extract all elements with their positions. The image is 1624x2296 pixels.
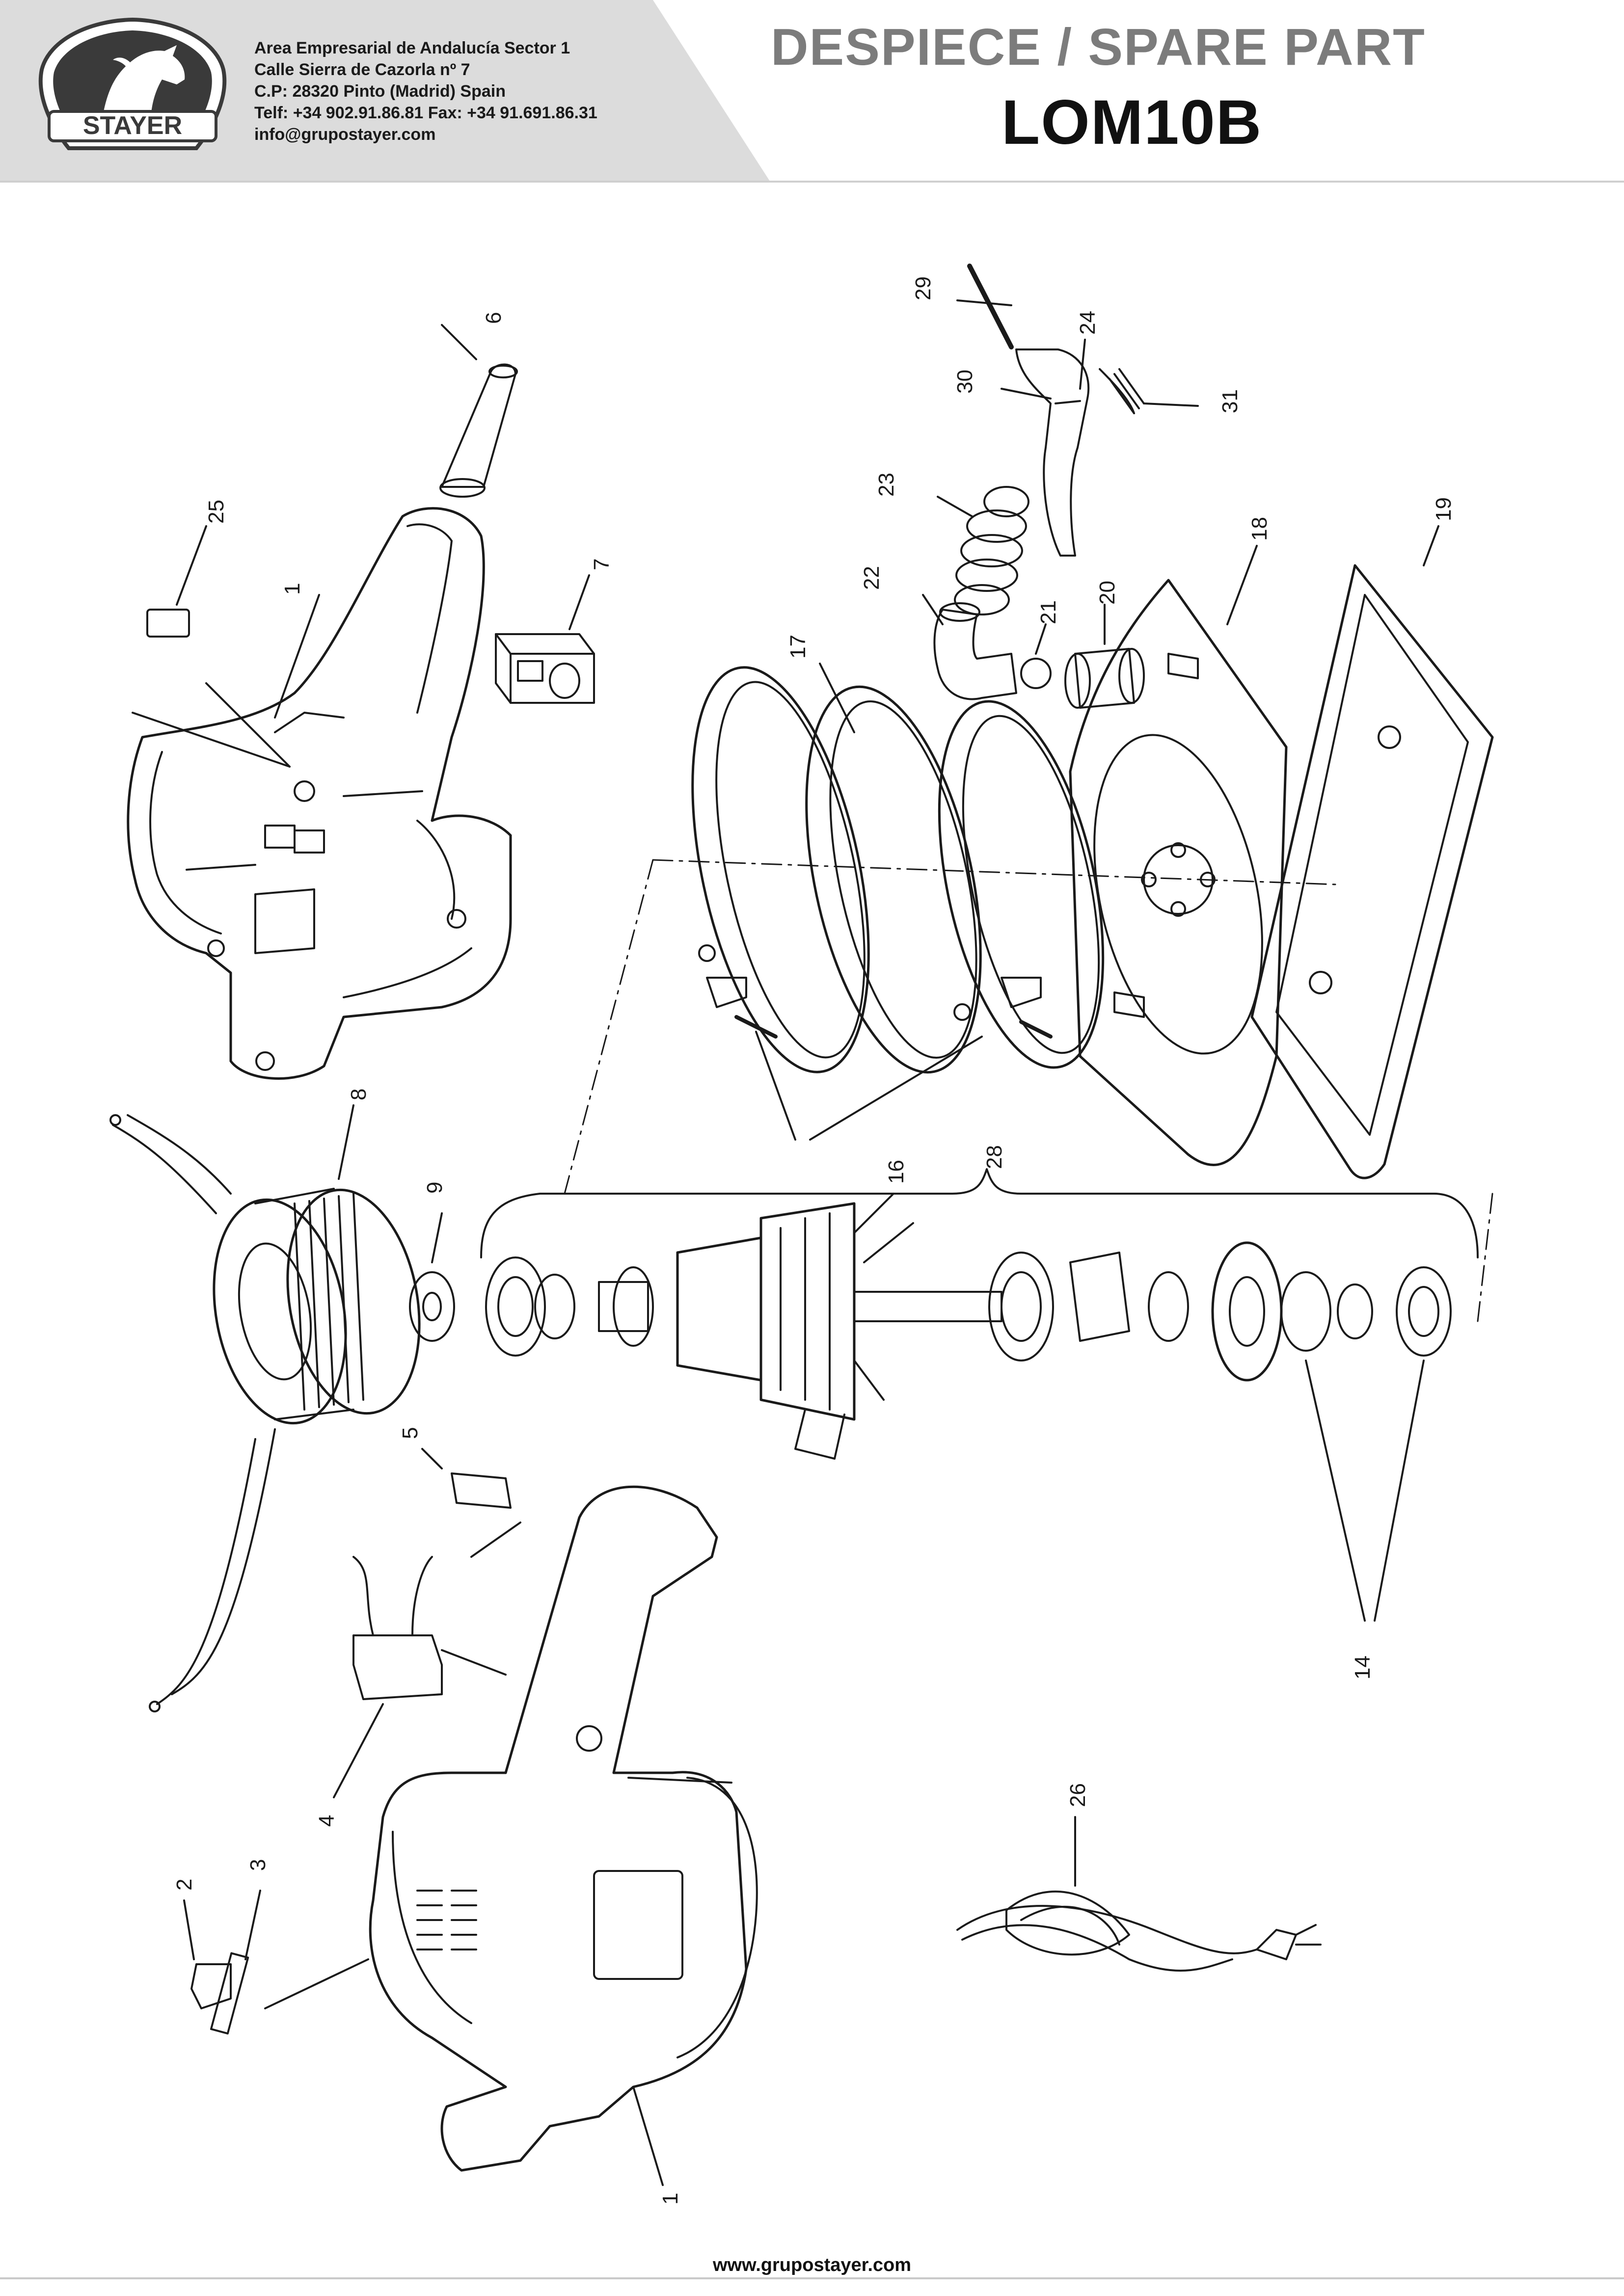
callout-31: 31 bbox=[1218, 389, 1242, 413]
leader-line bbox=[1374, 1360, 1425, 1622]
leader-line bbox=[132, 712, 291, 768]
housing-half-upper bbox=[127, 507, 512, 1080]
part-26-power-cord bbox=[956, 1891, 1322, 1972]
leader-line bbox=[1035, 623, 1047, 655]
leader-line bbox=[338, 1104, 354, 1180]
leader-line bbox=[809, 1036, 983, 1141]
callout-19: 19 bbox=[1432, 497, 1456, 521]
leader-line bbox=[1079, 339, 1086, 390]
leader-line bbox=[264, 1958, 369, 2009]
part-21-ring bbox=[1020, 658, 1052, 689]
part-17-rings bbox=[691, 666, 1105, 1074]
part-25-block bbox=[146, 609, 190, 638]
footer-divider bbox=[0, 2277, 1624, 2279]
leader-line bbox=[755, 1031, 796, 1141]
callout-14: 14 bbox=[1351, 1655, 1375, 1680]
part-8-stator bbox=[109, 1114, 421, 1712]
part-20-bushing bbox=[1064, 648, 1145, 709]
callout-23: 23 bbox=[874, 473, 898, 497]
footer-website[interactable]: www.grupostayer.com bbox=[712, 2255, 912, 2275]
part-9-spacer bbox=[409, 1271, 455, 1342]
callout-30: 30 bbox=[953, 370, 977, 394]
stayer-logo: STAYER bbox=[38, 17, 227, 150]
housing-half-lower bbox=[369, 1485, 758, 2172]
leader-line bbox=[1001, 388, 1052, 400]
axis-line bbox=[564, 859, 654, 1195]
callout-20: 20 bbox=[1095, 581, 1119, 605]
callout-17: 17 bbox=[786, 635, 810, 659]
header-band: STAYER Area Empresarial de Andalucía Sec… bbox=[0, 0, 1624, 183]
part-16-clamps bbox=[698, 944, 1053, 1039]
part-3-carbon-brush bbox=[210, 1952, 249, 2035]
callout-25: 25 bbox=[204, 500, 228, 524]
address-line-1: Area Empresarial de Andalucía Sector 1 bbox=[254, 39, 570, 57]
part-24-lever-assembly bbox=[967, 264, 1145, 557]
part-22-elbow-tube bbox=[933, 602, 1017, 700]
part-2-brush-cap bbox=[190, 1963, 232, 2009]
address-line-3: C.P: 28320 Pinto (Madrid) Spain bbox=[254, 82, 506, 101]
logo-wordmark: STAYER bbox=[83, 111, 182, 140]
leader-line bbox=[1423, 525, 1439, 566]
leader-line bbox=[819, 663, 855, 733]
callout-6: 6 bbox=[482, 312, 506, 324]
leader-line bbox=[421, 1448, 443, 1469]
document-title: DESPIECE / SPARE PART bbox=[771, 18, 1426, 76]
leader-line bbox=[333, 1703, 384, 1798]
leader-line bbox=[922, 594, 944, 625]
callout-16: 16 bbox=[884, 1160, 908, 1184]
callout-18: 18 bbox=[1247, 517, 1272, 541]
callout-4: 4 bbox=[315, 1815, 339, 1827]
axis-line bbox=[652, 859, 1336, 885]
callout-7: 7 bbox=[590, 559, 614, 570]
armature-rotor-row bbox=[485, 1193, 1452, 1460]
axis-line bbox=[1477, 1193, 1493, 1322]
part-19-pad bbox=[1250, 564, 1494, 1179]
callout-21: 21 bbox=[1036, 600, 1060, 624]
callout-1-top: 1 bbox=[280, 583, 304, 595]
leader-line bbox=[937, 496, 973, 517]
part-4-capacitor bbox=[352, 1556, 443, 1700]
callout-8: 8 bbox=[347, 1089, 371, 1100]
callout-9: 9 bbox=[423, 1182, 447, 1194]
leader-line bbox=[183, 1899, 195, 1960]
leader-line bbox=[441, 324, 477, 360]
leader-line bbox=[956, 299, 1012, 306]
callout-1-bottom: 1 bbox=[658, 2193, 682, 2205]
part-28-bracket bbox=[480, 1168, 1479, 1258]
address-email[interactable]: info@grupostayer.com bbox=[254, 125, 436, 144]
callout-2: 2 bbox=[172, 1879, 196, 1891]
leader-line bbox=[1305, 1360, 1366, 1622]
model-number: LOM10B bbox=[1001, 87, 1263, 158]
leader-line bbox=[244, 1890, 261, 1960]
leader-line bbox=[441, 1649, 507, 1676]
address-line-2: Calle Sierra de Cazorla nº 7 bbox=[254, 60, 470, 79]
leader-line bbox=[1226, 545, 1258, 625]
leader-line bbox=[568, 574, 590, 630]
callout-3: 3 bbox=[246, 1859, 270, 1871]
part-5-brush-holder bbox=[451, 1472, 512, 1509]
part-23-bellows bbox=[954, 486, 1029, 615]
part-7-switch bbox=[495, 633, 595, 704]
address-phone-fax: Telf: +34 902.91.86.81 Fax: +34 91.691.8… bbox=[254, 104, 597, 122]
part-18-base-plate bbox=[1069, 579, 1288, 1166]
leader-line bbox=[176, 525, 207, 606]
leader-line bbox=[431, 1212, 443, 1263]
leader-line bbox=[470, 1522, 521, 1558]
callout-24: 24 bbox=[1076, 311, 1100, 335]
company-address: Area Empresarial de Andalucía Sector 1 C… bbox=[254, 37, 597, 145]
callout-29: 29 bbox=[911, 276, 935, 300]
leader-line bbox=[205, 682, 291, 768]
leader-line bbox=[1143, 402, 1199, 407]
leader-line bbox=[632, 2086, 664, 2186]
leader-line bbox=[274, 594, 320, 719]
part-6-cable-sleeve bbox=[439, 363, 518, 498]
callout-28: 28 bbox=[982, 1145, 1006, 1169]
exploded-parts-diagram: 6 1 25 7 29 24 30 31 23 22 21 20 17 18 1… bbox=[109, 264, 1494, 2205]
callout-5: 5 bbox=[398, 1427, 422, 1439]
callout-26: 26 bbox=[1066, 1783, 1090, 1807]
callout-22: 22 bbox=[860, 566, 884, 590]
